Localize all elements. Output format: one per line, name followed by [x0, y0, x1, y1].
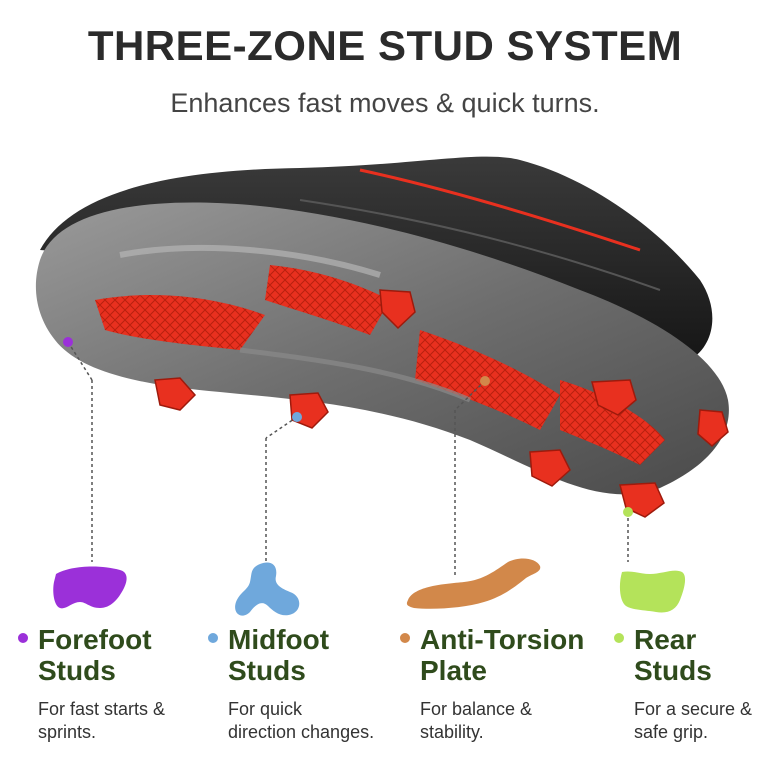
mesh-panel-heel — [560, 380, 665, 465]
forefoot-stud-icon — [53, 566, 127, 609]
bullet-dot — [614, 633, 624, 643]
stud — [379, 289, 416, 330]
page-subtitle: Enhances fast moves & quick turns. — [170, 88, 600, 118]
feature-rear: Rear Studs For a secure & safe grip. — [614, 624, 753, 744]
stud — [591, 379, 637, 416]
feature-description: For fast starts & sprints. — [38, 699, 166, 742]
feature-heading: Anti-Torsion Plate — [420, 624, 585, 686]
bullet-dot — [400, 633, 410, 643]
midfoot-stud-icon — [235, 562, 300, 616]
feature-anti-torsion-plate: Anti-Torsion Plate For balance & stabili… — [400, 624, 585, 744]
sole-plate — [35, 202, 729, 495]
rear-stud-icon — [619, 570, 686, 613]
bullet-dot — [208, 633, 218, 643]
stud — [529, 449, 571, 487]
mesh-panel-front — [265, 265, 390, 335]
feature-description: For quick direction changes. — [228, 699, 375, 742]
anti-torsion-plate-icon — [406, 558, 541, 609]
feature-heading: Midfoot Studs — [228, 624, 330, 686]
stud — [154, 377, 197, 411]
feature-description: For a secure & safe grip. — [634, 699, 753, 742]
feature-forefoot: Forefoot Studs For fast starts & sprints… — [18, 624, 166, 744]
feature-heading: Rear Studs — [634, 624, 712, 686]
feature-heading: Forefoot Studs — [38, 624, 152, 686]
page-title: THREE-ZONE STUD SYSTEM — [87, 22, 683, 69]
feature-description: For balance & stability. — [420, 699, 533, 742]
stud — [697, 409, 729, 447]
feature-midfoot: Midfoot Studs For quick direction change… — [208, 624, 375, 744]
stud — [619, 482, 665, 518]
mesh-panel-forefoot — [95, 295, 265, 350]
bullet-dot — [18, 633, 28, 643]
